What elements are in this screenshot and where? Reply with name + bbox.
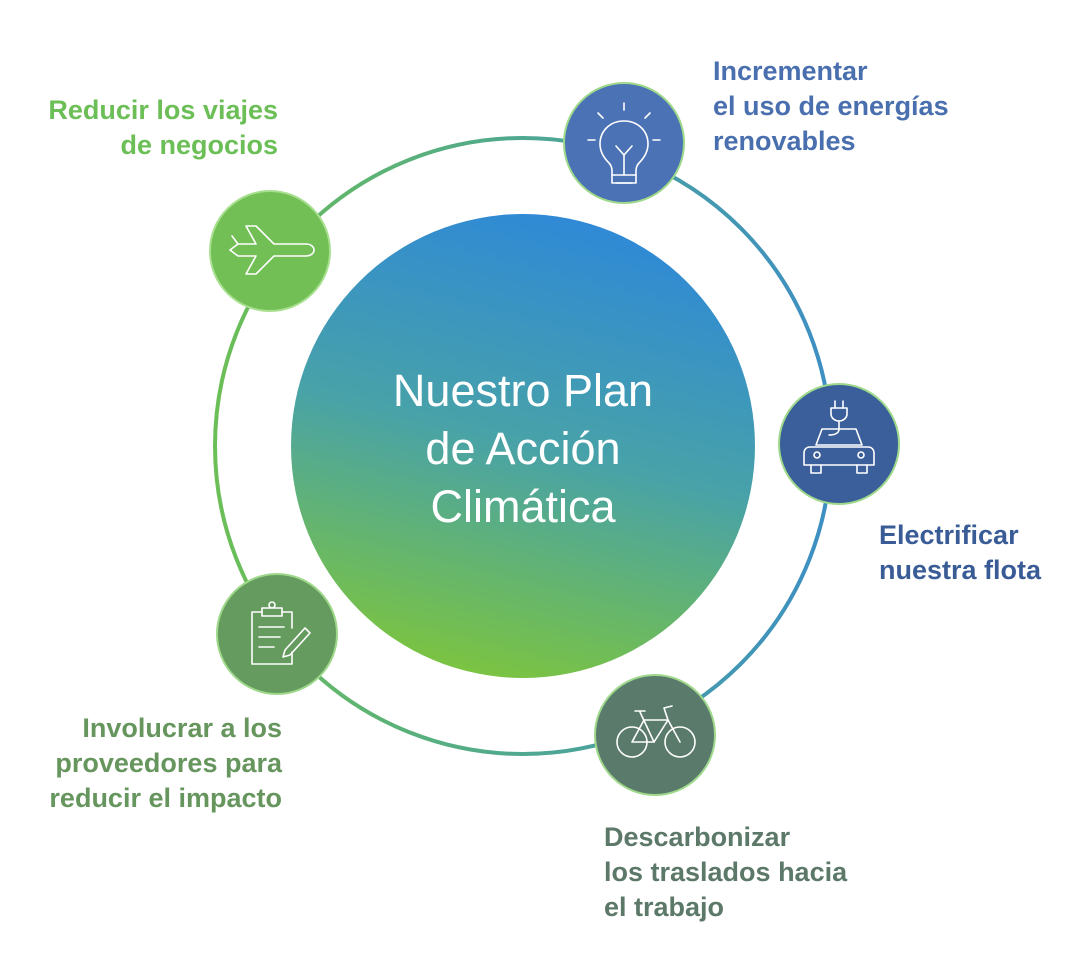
center-title: Nuestro Plan de Acción Climática [318,362,728,536]
label-fleet: Electrificar nuestra flota [879,518,1041,588]
electric-car-icon [803,400,875,474]
label-line: Electrificar [879,520,1019,550]
center-title-line: Climática [430,481,616,532]
airplane-icon [229,225,315,275]
label-line: Reducir los viajes [48,95,278,125]
label-line: los traslados hacia [604,857,848,887]
label-travel: Reducir los viajes de negocios [48,93,278,163]
label-renewables: Incrementar el uso de energías renovable… [713,54,949,159]
label-suppliers: Involucrar a los proveedores para reduci… [49,711,282,816]
label-line: el uso de energías [713,91,949,121]
lightbulb-icon [587,102,661,184]
label-line: Descarbonizar [604,822,791,852]
node-suppliers [216,573,338,695]
node-fleet [778,383,900,505]
label-line: reducir el impacto [49,783,282,813]
label-line: proveedores para [55,748,282,778]
label-line: el trabajo [604,892,725,922]
clipboard-icon [251,601,311,665]
bicycle-icon [616,705,696,758]
node-renewables [563,82,685,204]
center-circle [291,214,755,678]
label-line: de negocios [120,130,278,160]
node-commute [594,674,716,796]
center-title-line: Nuestro Plan [392,365,654,416]
label-line: nuestra flota [879,555,1042,585]
node-travel [209,190,331,312]
label-line: Incrementar [713,56,868,86]
label-line: renovables [713,126,856,156]
label-line: Involucrar a los [82,713,282,743]
label-commute: Descarbonizar los traslados hacia el tra… [604,820,847,925]
center-title-line: de Acción [425,423,621,474]
